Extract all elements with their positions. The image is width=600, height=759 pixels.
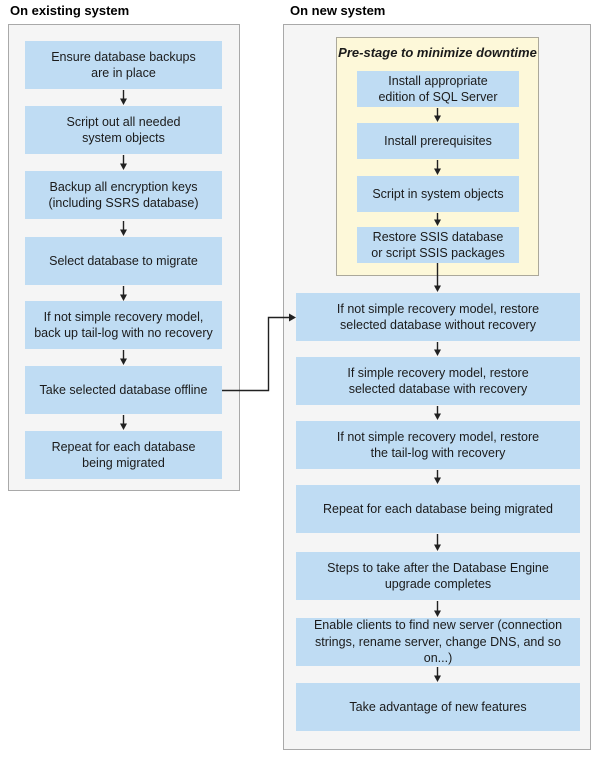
flow-arrow-down-icon <box>434 601 441 617</box>
flow-arrow-down-icon <box>120 155 127 170</box>
flow-arrow-down-icon <box>120 90 127 105</box>
flow-arrow-down-icon <box>434 213 441 226</box>
new-step-3: If not simple recovery model, restore th… <box>296 421 580 469</box>
flow-arrow-down-icon <box>120 350 127 365</box>
flow-arrow-down-icon <box>434 342 441 356</box>
prestage-step-3: Script in system objects <box>357 176 519 212</box>
flow-arrow-down-icon <box>434 470 441 484</box>
prestage-group-title: Pre-stage to minimize downtime <box>338 45 537 60</box>
new-step-5: Steps to take after the Database Engine … <box>296 552 580 600</box>
flow-arrow-down-icon <box>120 286 127 301</box>
flow-arrow-down-icon <box>120 221 127 236</box>
new-system-title: On new system <box>290 3 386 18</box>
existing-step-7: Repeat for each database being migrated <box>25 431 222 479</box>
flow-arrow-down-icon <box>434 667 441 682</box>
existing-step-1: Ensure database backups are in place <box>25 41 222 89</box>
flow-arrow-down-icon <box>434 406 441 420</box>
new-step-2: If simple recovery model, restore select… <box>296 357 580 405</box>
prestage-step-4: Restore SSIS database or script SSIS pac… <box>357 227 519 263</box>
prestage-step-1: Install appropriate edition of SQL Serve… <box>357 71 519 107</box>
existing-step-2: Script out all needed system objects <box>25 106 222 154</box>
existing-step-4: Select database to migrate <box>25 237 222 285</box>
flow-arrow-down-icon <box>434 160 441 175</box>
new-step-1: If not simple recovery model, restore se… <box>296 293 580 341</box>
existing-step-3: Backup all encryption keys (including SS… <box>25 171 222 219</box>
existing-step-6: Take selected database offline <box>25 366 222 414</box>
cross-panel-connector-arrow <box>222 313 296 392</box>
flow-arrow-down-icon <box>434 108 441 122</box>
existing-step-5: If not simple recovery model, back up ta… <box>25 301 222 349</box>
existing-system-title: On existing system <box>10 3 130 18</box>
new-step-7: Take advantage of new features <box>296 683 580 731</box>
flow-arrow-down-icon <box>120 415 127 430</box>
prestage-step-2: Install prerequisites <box>357 123 519 159</box>
new-step-6: Enable clients to find new server (conne… <box>296 618 580 666</box>
flow-arrow-down-icon <box>434 263 441 292</box>
new-step-4: Repeat for each database being migrated <box>296 485 580 533</box>
flow-arrow-down-icon <box>434 534 441 551</box>
